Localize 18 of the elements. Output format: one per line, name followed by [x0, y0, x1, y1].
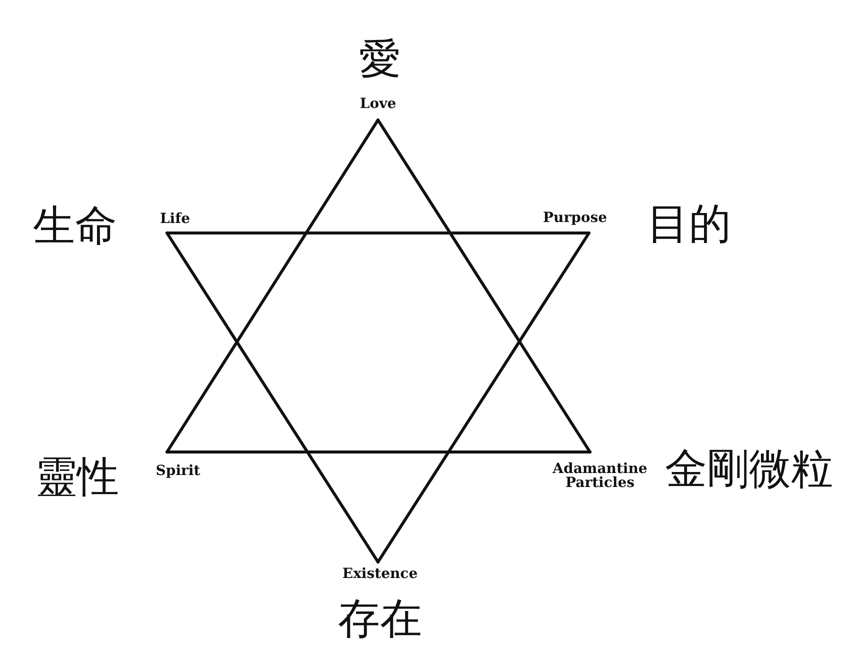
vertex-label: Spirit	[156, 464, 200, 478]
triangle-side	[166, 232, 380, 564]
chinese-label: 金剛微粒	[665, 448, 833, 490]
triangle-side	[166, 118, 380, 454]
triangle-side	[166, 232, 590, 234]
chinese-label: 存在	[338, 598, 422, 640]
vertex-label: Existence	[342, 567, 418, 581]
vertex-label: Love	[360, 97, 396, 111]
chinese-label: 愛	[359, 38, 401, 80]
triangle-side	[376, 232, 590, 564]
triangle-side	[376, 118, 592, 454]
triangle-side	[166, 450, 592, 454]
vertex-label: Life	[160, 212, 190, 226]
chinese-label: 靈性	[35, 456, 119, 498]
vertex-label: Purpose	[543, 211, 607, 225]
vertex-label: Adamantine Particles	[552, 462, 648, 490]
chinese-label: 生命	[33, 205, 117, 247]
chinese-label: 目的	[647, 203, 731, 245]
